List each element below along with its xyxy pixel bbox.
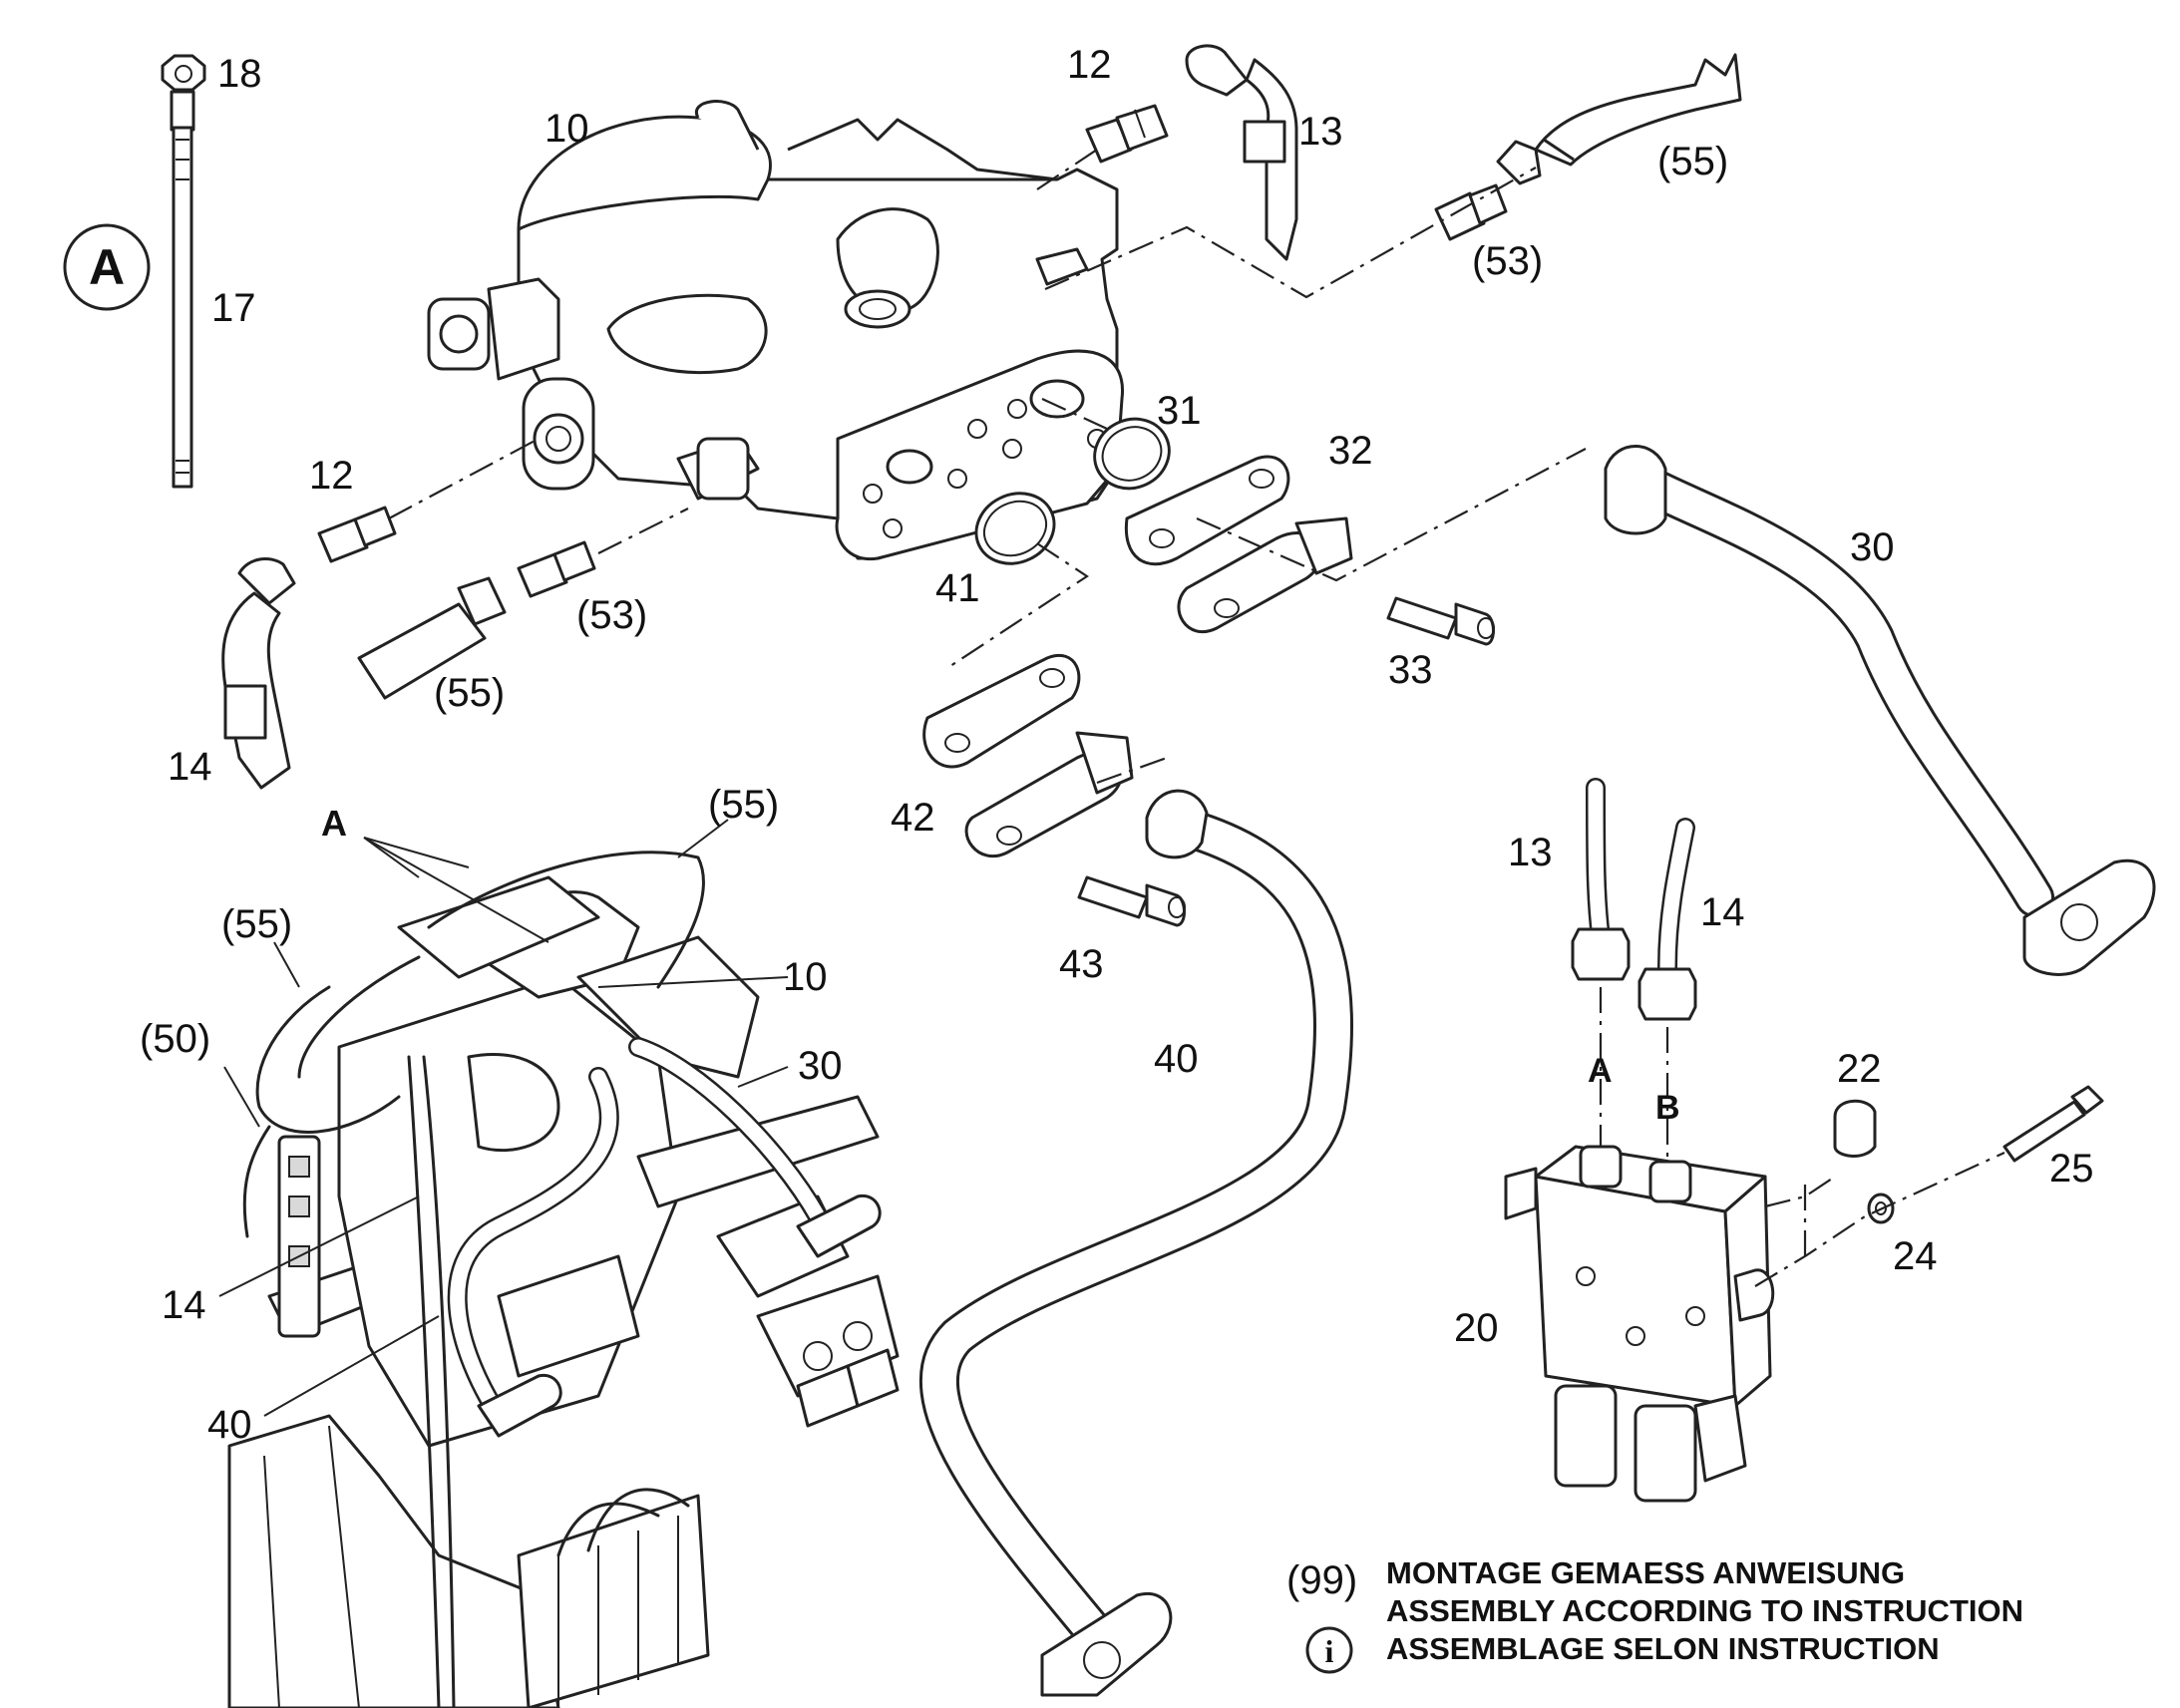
- part-labels: 18 17 10 12 13 (55) (53) 31 32 30 33 12 …: [140, 43, 2094, 1447]
- label-41: 41: [935, 566, 980, 610]
- fitting-53-top-right: [1434, 183, 1508, 241]
- label-53-top-right: (53): [1472, 239, 1543, 283]
- note-line-en: ASSEMBLY ACCORDING TO INSTRUCTION: [1386, 1593, 2023, 1628]
- label-12-top: 12: [1067, 43, 1112, 87]
- overview-leaders: [218, 819, 789, 1417]
- label-block-13: 13: [1508, 831, 1553, 874]
- label-18: 18: [217, 52, 262, 96]
- label-55-top-right: (55): [1657, 140, 1728, 183]
- label-overview-55-left: (55): [221, 902, 292, 946]
- pipe-40: [918, 789, 1353, 1697]
- label-overview-a: A: [321, 803, 347, 844]
- assembly-note: (99) MONTAGE GEMAESS ANWEISUNG ASSEMBLY …: [1286, 1555, 2023, 1674]
- hose-13-top: [1185, 44, 1298, 261]
- label-overview-10: 10: [783, 955, 828, 999]
- overview-assembly: [227, 851, 900, 1708]
- fitting-53-left: [517, 540, 596, 598]
- label-30-top: 30: [1850, 525, 1895, 569]
- label-overview-30: 30: [798, 1044, 843, 1088]
- hose-55-left: [357, 576, 507, 700]
- label-42: 42: [891, 796, 935, 840]
- plug-22: [1833, 1099, 1877, 1158]
- hose-55-top-right: [1496, 53, 1742, 185]
- label-block-14: 14: [1700, 890, 1745, 934]
- label-32: 32: [1328, 429, 1373, 473]
- label-10-top: 10: [545, 107, 589, 151]
- split-flange-32: [1124, 455, 1353, 634]
- label-overview-55-top: (55): [708, 783, 779, 827]
- hose-14-left: [221, 557, 296, 790]
- label-block-22: 22: [1837, 1047, 1882, 1091]
- o-ring-41: [974, 492, 1056, 565]
- label-overview-14: 14: [162, 1283, 206, 1327]
- label-17: 17: [211, 286, 256, 330]
- bolt-25: [2002, 1085, 2104, 1163]
- label-block-b: B: [1655, 1089, 1680, 1127]
- valve-block-20: [1504, 1145, 1775, 1503]
- label-33: 33: [1388, 648, 1433, 692]
- fitting-12-left: [317, 506, 397, 563]
- label-55-left: (55): [434, 671, 505, 715]
- label-14-left: 14: [168, 745, 212, 789]
- label-53-left: (53): [576, 593, 647, 637]
- label-block-a: A: [1588, 1052, 1613, 1090]
- info-icon: [1305, 1626, 1353, 1674]
- note-line-de: MONTAGE GEMAESS ANWEISUNG: [1386, 1555, 1905, 1590]
- fitting-12-top: [1085, 104, 1169, 164]
- bolt-33: [1386, 596, 1495, 646]
- tie-rod-17-18: [161, 54, 206, 489]
- pipe-30: [1604, 445, 2156, 976]
- note-ref-99: (99): [1286, 1558, 1357, 1602]
- dash-line-12-left: [388, 438, 540, 519]
- label-block-24: 24: [1893, 1234, 1938, 1278]
- label-block-25: 25: [2049, 1147, 2094, 1191]
- label-12-left: 12: [309, 454, 354, 498]
- o-ring-31: [1093, 417, 1171, 491]
- dash-line-flange-upper: [1041, 398, 1587, 582]
- label-overview-40: 40: [207, 1403, 252, 1447]
- dash-line-block-right: [1754, 1151, 2005, 1287]
- view-a-badge: A: [63, 223, 151, 311]
- dash-line-flange-lower: [946, 542, 1168, 785]
- label-overview-50: (50): [140, 1017, 210, 1061]
- bolt-43: [1077, 875, 1186, 927]
- view-a-letter: A: [89, 239, 125, 295]
- label-31: 31: [1157, 389, 1202, 433]
- hose-13-block: [1571, 778, 1631, 981]
- label-43: 43: [1059, 942, 1104, 986]
- label-40-mid: 40: [1154, 1037, 1199, 1081]
- info-icon-glyph: i: [1325, 1633, 1334, 1669]
- note-line-fr: ASSEMBLAGE SELON INSTRUCTION: [1386, 1631, 1940, 1666]
- split-flange-42: [922, 654, 1134, 858]
- label-block-20: 20: [1454, 1306, 1499, 1350]
- hose-14-block: [1637, 818, 1697, 1021]
- dash-line-12-top: [1036, 149, 1098, 190]
- dash-line-top-right: [1044, 167, 1537, 299]
- label-13-top: 13: [1298, 110, 1343, 154]
- dash-line-53-left: [597, 508, 689, 554]
- control-valve-10: [427, 100, 1125, 561]
